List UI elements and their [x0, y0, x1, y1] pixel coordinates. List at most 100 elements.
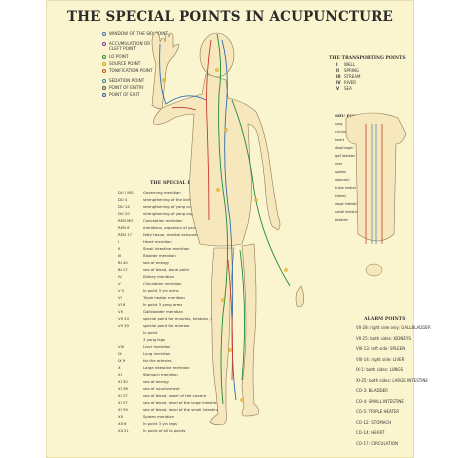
- shu-point-label: spleen: [335, 170, 347, 174]
- shu-point-label: gall bladder: [335, 154, 356, 158]
- legend-item: POINT OF EXIT: [102, 92, 169, 98]
- shu-point-label: large intestine: [335, 202, 360, 206]
- transporting-points-heading: THE TRANSPORTING POINTS: [329, 56, 406, 61]
- legend-label: LO POINT: [109, 54, 129, 59]
- shu-point-label: liver: [335, 162, 343, 166]
- alarm-points-heading: ALARM POINTS: [364, 317, 406, 322]
- special-point-description: meridians, organism of yang organs: [143, 225, 212, 230]
- special-point-code: BI 40: [118, 260, 128, 265]
- shu-point-label: triple heater: [335, 186, 357, 190]
- legend-label: SOURCE POINT: [109, 61, 141, 66]
- legend-item: LO POINT: [102, 54, 169, 60]
- body-figure: [151, 31, 304, 425]
- special-point-code: XI 37: [118, 400, 128, 405]
- special-point-code: IX 9: [118, 358, 126, 363]
- shu-points-heading: SHU POINTS: [335, 113, 365, 118]
- special-point-description: strengthening of yang organs: [143, 204, 200, 209]
- special-point-code: IX: [118, 351, 122, 356]
- special-point-description: Stomach meridian: [143, 372, 178, 377]
- legend-symbol-icon: [102, 69, 106, 73]
- alarm-point-row: VIII-14: right side: LIVER: [356, 356, 405, 362]
- special-point-code: II: [118, 246, 121, 251]
- legend-symbol-icon: [102, 55, 106, 59]
- special-point-description: Conception meridian: [143, 218, 183, 223]
- special-point-code: VI 8: [118, 302, 126, 307]
- special-point-description: sea of blood, level of the small intesti…: [143, 407, 220, 412]
- legend-item: POINT OF ENTRY: [102, 85, 169, 91]
- anatomy-figures: [151, 31, 407, 425]
- special-point-code: IV: [118, 274, 122, 279]
- special-point-description: In point 3 yin legs: [143, 421, 177, 426]
- alarm-point-row: IX-1: both sides: LUNGS: [356, 367, 404, 372]
- special-point-description: Spleen meridian: [143, 414, 175, 419]
- special-point-code: XI 37: [118, 393, 128, 398]
- special-point-code: REN 6: [118, 225, 130, 230]
- special-point-description: Lung meridian: [143, 351, 171, 356]
- special-point-description: Triple heater meridian: [143, 295, 185, 300]
- legend-label: SEDATION POINT: [109, 78, 145, 83]
- alarm-point-row: CO-14: HEART: [356, 430, 385, 435]
- special-point-code: VII 39: [118, 323, 129, 328]
- special-point-description: 3 yang legs: [143, 337, 165, 342]
- special-point-code: XI 36: [118, 386, 128, 391]
- special-point-description: Heart meridian: [143, 239, 172, 244]
- legend-symbol-icon: [102, 93, 106, 97]
- special-point-code: XII 6: [118, 421, 127, 426]
- special-point-code: VII: [118, 309, 123, 314]
- special-point-code: XII 21: [118, 428, 129, 433]
- shu-point-label: circulation: [335, 130, 353, 134]
- shu-point-label: diaphragm: [335, 146, 354, 150]
- alarm-point-row: VIII-13: left side: SPLEEN: [356, 346, 406, 351]
- legend-symbol-icon: [102, 62, 106, 66]
- special-point-description: Small intestine meridian: [143, 246, 190, 251]
- special-point-code: XI: [118, 372, 122, 377]
- special-point-description: sea of energy: [143, 260, 169, 265]
- poster: THE SPECIAL POINTS IN ACUPUNCTURE WINDOW…: [46, 0, 431, 458]
- special-point-description: Bladder meridian: [143, 253, 176, 258]
- legend-item: SEDATION POINT: [102, 78, 169, 84]
- shu-point-label: heart: [335, 138, 345, 142]
- special-point-code: V 5: [118, 288, 125, 293]
- special-point-description: Large intestine meridian: [143, 365, 190, 370]
- special-point-code: DU 4: [118, 197, 128, 202]
- poster-title: THE SPECIAL POINTS IN ACUPUNCTURE: [66, 9, 394, 25]
- shu-point-label: stomach: [335, 178, 350, 182]
- special-point-description: In point 3 yin arms: [143, 288, 179, 293]
- shu-point-label: kidney: [335, 194, 347, 198]
- alarm-point-row: VII-25: both sides: KIDNEYS: [356, 335, 411, 341]
- alarm-point-row: CO-4: SMALL INTESTINE: [356, 398, 404, 404]
- special-point-code: REN 17: [118, 232, 132, 237]
- alarm-point-row: XI-25: both sides: LARGE INTESTINE: [356, 377, 428, 383]
- legend-item: TONIFICATION POINT: [102, 68, 169, 74]
- special-point-description: Gallbladder meridian: [143, 309, 183, 314]
- special-point-description: Circulation meridian: [143, 281, 182, 286]
- special-point-code: V: [118, 281, 121, 286]
- meridian-lines: [159, 33, 291, 405]
- special-point-code: DU 20: [118, 211, 130, 216]
- special-point-code: XII: [118, 414, 123, 419]
- special-point-code: REN MO: [118, 218, 134, 223]
- special-point-code: I: [118, 239, 120, 244]
- special-point-code: BI 17: [118, 267, 128, 272]
- legend-label: TONIFICATION POINT: [109, 68, 153, 73]
- alarm-point-row: CO-17: CIRCULATION: [356, 440, 398, 446]
- special-point-code: DU / MO: [118, 190, 134, 195]
- shu-point-label: bladder: [335, 218, 348, 222]
- legend-item: SOURCE POINT: [102, 61, 169, 67]
- special-point-description: Kidney meridian: [143, 274, 174, 279]
- special-point-code: III: [118, 253, 122, 258]
- special-point-description: special point for marrow: [143, 323, 190, 328]
- special-point-code: XI 30: [118, 379, 128, 384]
- special-point-description: fatty tissue, mental exhaustion: [143, 232, 203, 237]
- legend-item: WINDOW OF THE SKY POINT: [102, 31, 169, 37]
- special-point-description: special point for muscles, tendons, stif…: [143, 316, 227, 321]
- special-point-description: In point of all lo points: [143, 428, 186, 433]
- special-point-description: sea of blood, lower of the viscera: [143, 393, 207, 398]
- special-point-description: In point: [143, 330, 158, 335]
- point-markers: [162, 68, 288, 402]
- special-point-description: sea of energy: [143, 379, 169, 384]
- legend-label: POINT OF EXIT: [109, 92, 140, 97]
